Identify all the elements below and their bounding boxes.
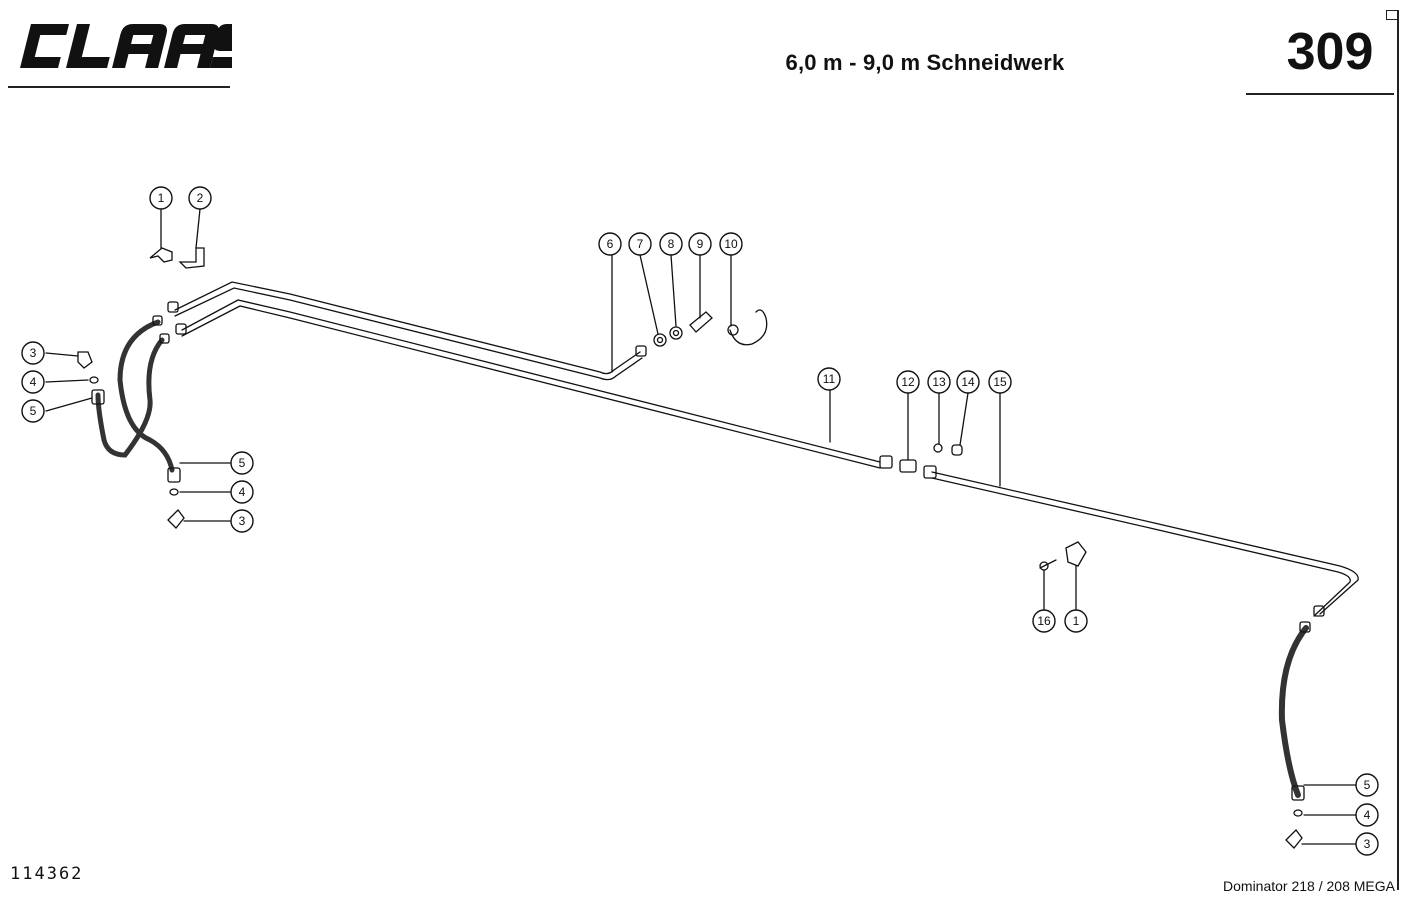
svg-text:10: 10 (724, 237, 738, 251)
svg-text:3: 3 (30, 346, 37, 360)
svg-text:13: 13 (932, 375, 946, 389)
callout-12: 12 (896, 370, 920, 394)
callout-5-mid: 5 (230, 451, 254, 475)
callout-6: 6 (598, 232, 622, 256)
callout-5-right: 5 (1355, 773, 1379, 797)
pipe-15-inner (931, 477, 1351, 617)
pipe-upper-inner (174, 287, 643, 381)
frame-corner (1386, 10, 1398, 20)
page-number-underline (1246, 93, 1394, 95)
frame-border (1397, 10, 1399, 890)
callout-8: 8 (659, 232, 683, 256)
claas-logo (20, 24, 232, 68)
document-id: 114362 (10, 864, 84, 884)
callout-16: 16 (1032, 609, 1056, 633)
svg-text:3: 3 (1364, 837, 1371, 851)
callout-9: 9 (688, 232, 712, 256)
svg-text:4: 4 (1364, 808, 1371, 822)
callout-3-left: 3 (21, 341, 45, 365)
svg-text:1: 1 (1073, 614, 1080, 628)
callout-4-left: 4 (21, 370, 45, 394)
hose-left-a (117, 319, 175, 473)
svg-text:4: 4 (239, 485, 246, 499)
pipe-15 (931, 471, 1359, 615)
hose-left-b (95, 337, 165, 458)
svg-text:5: 5 (1364, 778, 1371, 792)
callout-4-right: 4 (1355, 803, 1379, 827)
svg-text:5: 5 (239, 456, 246, 470)
page-number: 309 (1286, 23, 1374, 81)
hose-right (1278, 625, 1309, 798)
pipe-11-inner (181, 305, 881, 469)
svg-text:8: 8 (668, 237, 675, 251)
callout-4-mid: 4 (230, 480, 254, 504)
callout-2: 2 (188, 186, 212, 210)
svg-text:9: 9 (697, 237, 704, 251)
logo-underline (8, 86, 230, 88)
svg-text:12: 12 (901, 375, 915, 389)
svg-text:14: 14 (961, 375, 975, 389)
svg-text:4: 4 (30, 375, 37, 389)
callout-1-right: 1 (1064, 609, 1088, 633)
svg-text:6: 6 (607, 237, 614, 251)
svg-text:2: 2 (197, 191, 204, 205)
model-name: Dominator 218 / 208 MEGA (1223, 878, 1395, 894)
pipe-11 (181, 299, 881, 463)
svg-text:1: 1 (158, 191, 165, 205)
callout-3-right: 3 (1355, 832, 1379, 856)
svg-text:15: 15 (993, 375, 1007, 389)
svg-text:5: 5 (30, 404, 37, 418)
svg-text:3: 3 (239, 514, 246, 528)
svg-text:11: 11 (823, 372, 836, 386)
callout-10: 10 (719, 232, 743, 256)
page-title: 6,0 m - 9,0 m Schneidwerk (785, 50, 1065, 75)
callout-3-mid: 3 (230, 509, 254, 533)
svg-text:7: 7 (637, 237, 644, 251)
callout-15: 15 (988, 370, 1012, 394)
callout-1-top: 1 (149, 186, 173, 210)
callout-14: 14 (956, 370, 980, 394)
pipe-upper (174, 281, 641, 375)
callout-11: 11 (817, 367, 841, 391)
svg-text:16: 16 (1037, 614, 1051, 628)
callout-7: 7 (628, 232, 652, 256)
callout-5-left: 5 (21, 399, 45, 423)
callout-13: 13 (927, 370, 951, 394)
